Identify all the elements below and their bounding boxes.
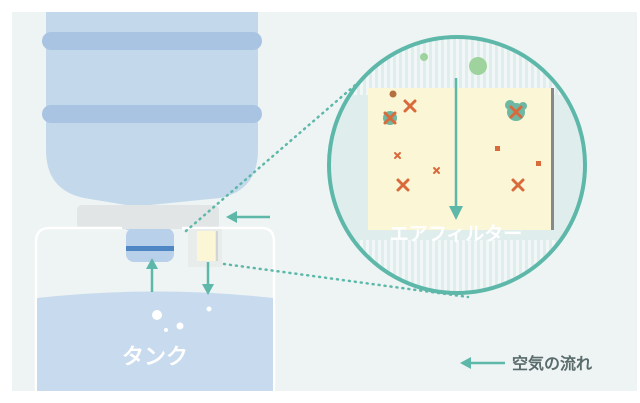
bottle-neck-ring — [126, 246, 174, 251]
flow-arrow-up-into-bottle — [146, 258, 158, 292]
bottle-neck — [126, 228, 174, 262]
x-mark-icon — [394, 152, 440, 174]
airborne-particle — [469, 57, 487, 75]
arrow-left-icon — [460, 357, 505, 369]
bubble — [164, 328, 168, 332]
bottle-band-top — [42, 32, 262, 50]
air-filter-label: エアフィルター — [390, 223, 523, 245]
tank-water — [37, 291, 273, 391]
flow-arrow-down-from-filter — [202, 262, 214, 295]
magnified-filter-view: エアフィルター — [327, 35, 587, 295]
zoom-guide-top — [184, 60, 384, 233]
bubble — [206, 306, 212, 312]
x-mark-icon — [383, 99, 525, 192]
bottle-band-bottom — [42, 105, 262, 123]
tank-label: タンク — [122, 345, 188, 370]
small-air-filter — [197, 231, 215, 261]
bubble — [176, 322, 184, 330]
flow-arrow-left-into-filter — [226, 211, 270, 223]
legend-air-flow: 空気の流れ — [460, 354, 592, 373]
water-bottle — [42, 12, 262, 262]
cap-holder — [77, 205, 219, 229]
tank-outline — [34, 226, 276, 392]
bubble — [152, 310, 162, 320]
airborne-particle — [420, 53, 428, 61]
legend-label: 空気の流れ — [512, 354, 592, 373]
